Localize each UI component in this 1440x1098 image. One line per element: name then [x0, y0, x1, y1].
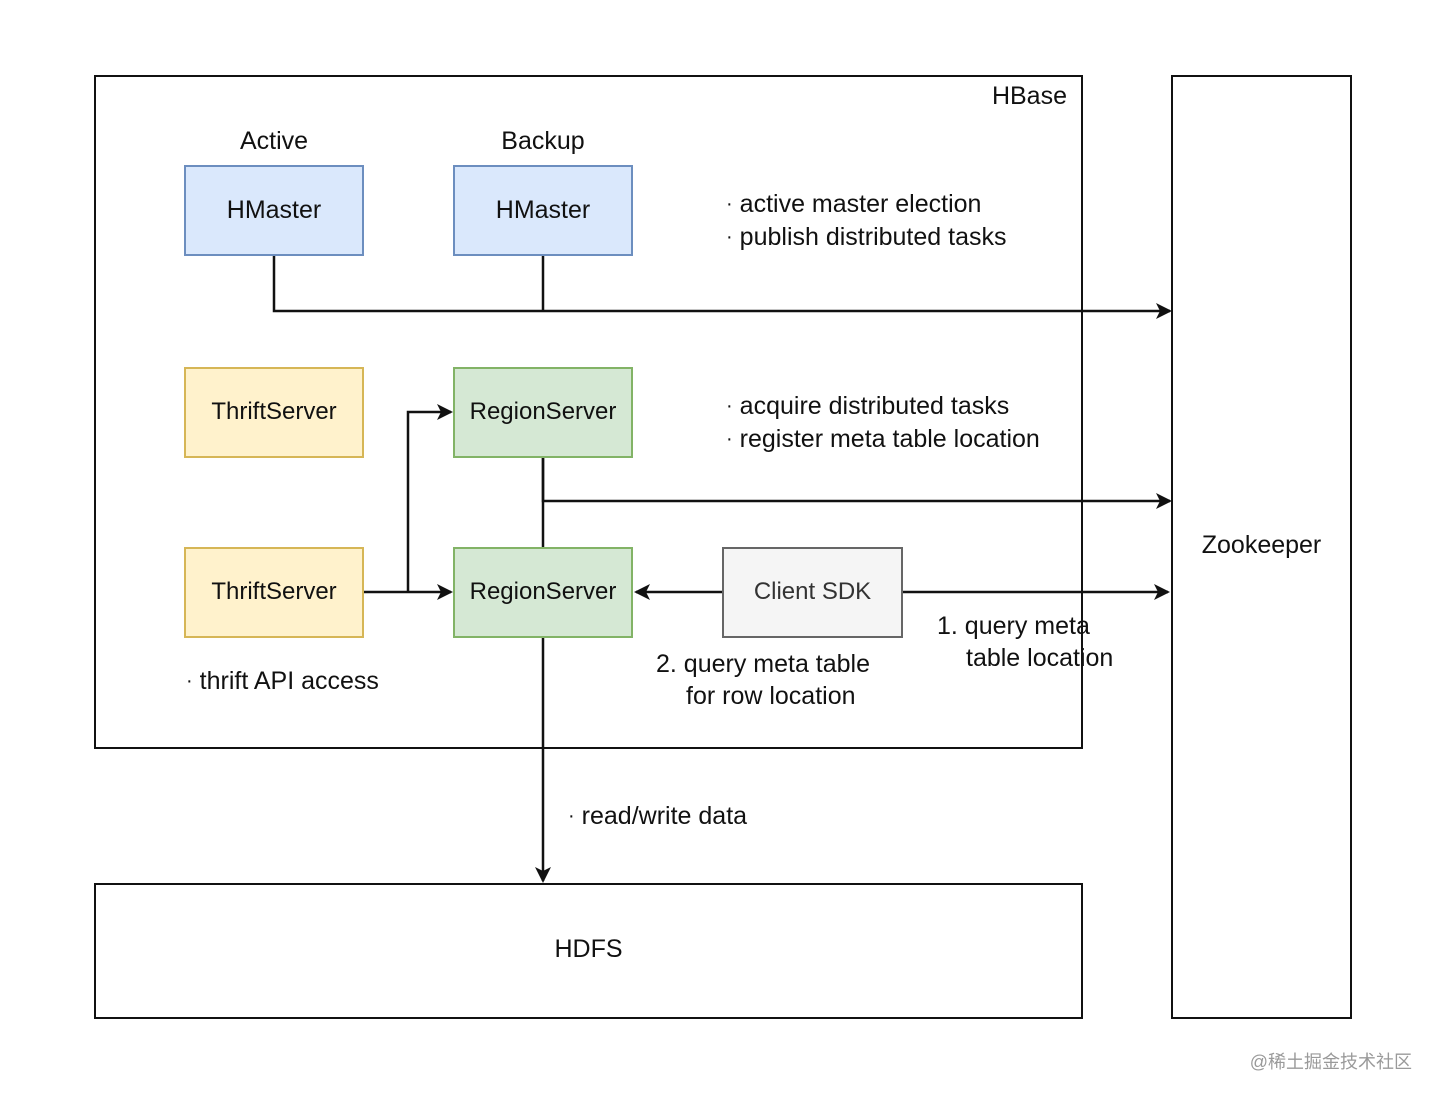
- query-row-label-line-2: for row location: [686, 682, 856, 710]
- query-meta-label-line-1: 1. query meta: [937, 612, 1090, 640]
- regionserver-top-node: RegionServer: [453, 367, 633, 458]
- read-write-text: read/write data: [581, 802, 748, 830]
- read-write-note: · read/write data: [568, 800, 747, 835]
- regionserver-top-to-zookeeper-connector: [541, 458, 1172, 509]
- query-meta-label-line-2: table location: [966, 644, 1114, 672]
- bullet-dot-icon: ·: [186, 670, 193, 692]
- regionserver-bottom-node: RegionServer: [453, 547, 633, 638]
- master-task-text-1: active master election: [739, 190, 982, 218]
- thriftserver-top-node: ThriftServer: [184, 367, 364, 458]
- watermark: @稀土掘金技术社区: [1249, 1052, 1412, 1072]
- thriftserver-to-regionserver-top-connector: [406, 404, 453, 592]
- thrift-access-note: · thrift API access: [186, 665, 379, 700]
- backup-caption: Backup: [501, 127, 585, 155]
- hbase-container: [94, 75, 1083, 749]
- hbase-container-label: HBase: [991, 82, 1067, 110]
- hmaster-active-to-zookeeper-connector: [272, 256, 1172, 319]
- bullet-dot-icon: ·: [726, 395, 733, 417]
- bullet-dot-icon: ·: [726, 428, 733, 450]
- master-task-note-2: · publish distributed tasks: [726, 221, 1006, 256]
- region-task-text-1: acquire distributed tasks: [739, 392, 1010, 420]
- region-task-note-1: · acquire distributed tasks: [726, 390, 1009, 425]
- hdfs-label: HDFS: [554, 935, 623, 963]
- master-task-text-2: publish distributed tasks: [739, 223, 1007, 251]
- region-task-note-2: · register meta table location: [726, 423, 1040, 458]
- query-row-label-line-1: 2. query meta table: [656, 650, 871, 678]
- bullet-dot-icon: ·: [726, 226, 733, 248]
- active-caption: Active: [239, 127, 309, 155]
- master-task-note-1: · active master election: [726, 188, 981, 223]
- region-task-text-2: register meta table location: [739, 425, 1040, 453]
- hdfs-container: [94, 883, 1083, 1019]
- hmaster-backup-node: HMaster: [453, 165, 633, 256]
- hmaster-active-node: HMaster: [184, 165, 364, 256]
- client-sdk-node: Client SDK: [722, 547, 903, 638]
- thriftserver-bottom-node: ThriftServer: [184, 547, 364, 638]
- bullet-dot-icon: ·: [568, 805, 575, 827]
- zookeeper-container: [1171, 75, 1352, 1019]
- bullet-dot-icon: ·: [726, 193, 733, 215]
- thrift-access-text: thrift API access: [199, 667, 379, 695]
- zookeeper-label: Zookeeper: [1201, 531, 1322, 559]
